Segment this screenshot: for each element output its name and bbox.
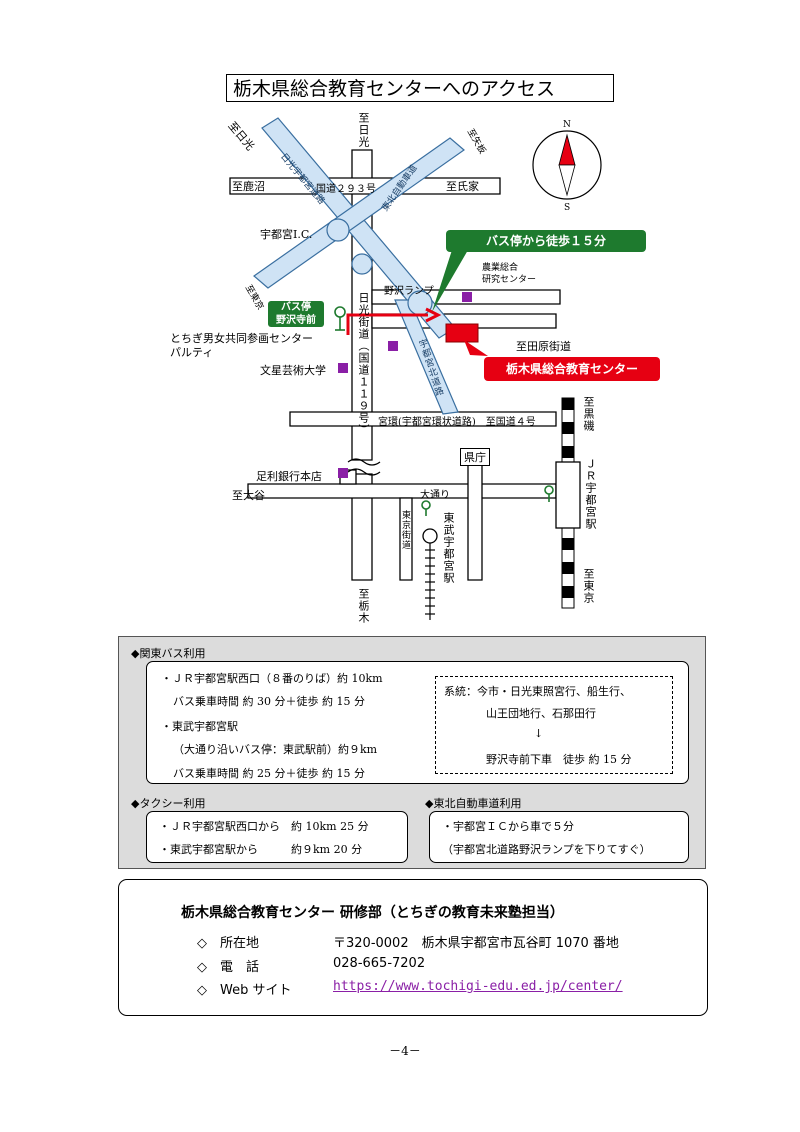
label-route-293: 国道２９３号 [316,184,376,195]
taxi-line1: ・ＪＲ宇都宮駅西口から 約 10km 25 分 [159,820,369,833]
ashikaga-bank-marker [338,468,348,478]
education-center-building [445,323,479,343]
jr-station-building [555,461,581,529]
tobu-station-marker [422,528,438,544]
address-label: ◇ 所在地 [197,936,259,951]
phone-value: 028-665-7202 [333,956,426,971]
page-number: －4－ [389,1044,421,1058]
label-to-ujiie: 至氏家 [446,180,479,193]
contact-org: 栃木県総合教育センター 研修部（とちぎの教育未来塾担当） [181,905,564,921]
bus-stop-nozawa-icon [334,306,346,318]
bus-route-arrow-icon: ↓ [534,727,544,740]
label-to-kanuma: 至鹿沼 [232,180,265,193]
label-nozawa-ramp: 野沢ランプ [384,286,434,297]
label-to-nikko-top: 至日光 [357,112,370,148]
label-ashikaga-bank: 足利銀行本店 [256,470,322,483]
access-map [229,117,602,620]
bus-route-line3: 野沢寺前下車 徒歩 約 15 分 [486,753,632,766]
label-nikko-kaido: 日光街道（国道１１９号） [357,292,370,436]
label-partee-2: パルティ [170,346,214,359]
page-title: 栃木県総合教育センターへのアクセス [226,74,614,102]
bus-route-box: 系統：今市・日光東照宮行、船生行、 山王団地行、石那田行 ↓ 野沢寺前下車 徒歩… [435,676,673,774]
transport-info-panel: ◆関東バス利用 ・ＪＲ宇都宮駅西口（８番のりば）約 10km バス乗車時間 約 … [118,636,706,869]
bus-route-line1: 系統：今市・日光東照宮行、船生行、 [444,685,631,698]
callout-education-center: 栃木県総合教育センター [484,357,660,381]
label-ring-road: 宮環(宇都宮環状道路) 至国道４号 [378,417,536,428]
bus-stop-jr-icon [544,485,554,495]
phone-label: ◇ 電 話 [197,960,259,975]
callout-walk-time: バス停から徒歩１５分 [446,230,646,252]
label-utsunomiya-ic: 宇都宮I.C. [260,228,313,241]
label-jr-station: ＪＲ宇都宮駅 [584,458,597,530]
kanto-bus-heading: ◆関東バス利用 [131,647,206,660]
odori-road [247,483,557,499]
taxi-line2: ・東武宇都宮駅から 約９km 20 分 [159,843,363,856]
jr-railway [555,397,581,609]
label-tokyo-kaido: 東京街道 [400,510,410,550]
web-label: ◇ Web サイト [197,983,292,998]
expressways [253,117,465,415]
label-partee-1: とちぎ男女共同参画センター [170,332,313,345]
label-to-oya: 至大谷 [232,489,265,502]
expressway-heading: ◆東北自動車道利用 [425,797,522,810]
agri-center-marker [462,292,472,302]
bus-route-line2: 山王団地行、石那田行 [486,707,596,720]
callout-bus-stop: バス停 野沢寺前 [268,301,324,327]
contact-box: 栃木県総合教育センター 研修部（とちぎの教育未来塾担当） ◇ 所在地 〒320-… [118,879,708,1016]
expressway-line2: （宇都宮北道路野沢ランプを下りてすぐ） [442,843,651,856]
label-to-tokyo-se: 至東京 [582,568,595,604]
kanto-bus-line5: バス乗車時間 約 25 分＋徒歩 約 15 分 [173,767,365,780]
tokyo-kaido-road [399,497,413,581]
bus-stop-odori-icon [421,500,431,510]
tobu-railway [425,540,435,620]
kanto-bus-line1: ・ＪＲ宇都宮駅西口（８番のりば）約 10km [161,672,383,685]
taxi-box: ・ＪＲ宇都宮駅西口から 約 10km 25 分 ・東武宇都宮駅から 約９km 2… [146,811,408,863]
expressway-line1: ・宇都宮ＩＣから車で５分 [442,820,574,833]
label-bunsei-univ: 文星芸術大学 [260,364,326,377]
bunsei-marker [338,363,348,373]
kanto-bus-line2: バス乗車時間 約 30 分＋徒歩 約 15 分 [173,695,365,708]
bus-stop-line1: バス停 [281,302,311,313]
walking-route [346,313,428,335]
expressway-box: ・宇都宮ＩＣから車で５分 （宇都宮北道路野沢ランプを下りてすぐ） [429,811,689,863]
kanto-bus-line4: （大通り沿いバス停：東武駅前）約９km [173,743,378,756]
address-value: 〒320-0002 栃木県宇都宮市瓦谷町 1070 番地 [333,936,619,951]
ring-road [289,411,557,427]
label-agri-center: 農業総合 研究センター [482,263,537,285]
utsunomiya-north-road [394,299,459,415]
label-odori: 大通り [420,490,450,501]
tohoku-expressway [253,137,465,289]
label-tobu-station: 東武宇都宮駅 [442,512,455,584]
web-link[interactable]: https://www.tochigi-edu.ed.jp/center/ [333,979,623,994]
label-pref-office: 県庁 [460,448,490,466]
kanto-bus-line3: ・東武宇都宮駅 [161,720,238,733]
label-to-tawarabe: 至田原街道 [516,340,571,353]
label-to-kuroiso: 至黒磯 [582,396,595,432]
compass-south: S [564,203,571,213]
compass-north: N [563,120,571,130]
compass-icon [532,130,602,200]
label-to-tochigi: 至栃木 [357,588,370,624]
partee-marker [388,341,398,351]
kanto-bus-box: ・ＪＲ宇都宮駅西口（８番のりば）約 10km バス乗車時間 約 30 分＋徒歩 … [146,661,689,784]
bus-stop-line2: 野沢寺前 [276,315,316,326]
taxi-heading: ◆タクシー利用 [131,797,206,810]
